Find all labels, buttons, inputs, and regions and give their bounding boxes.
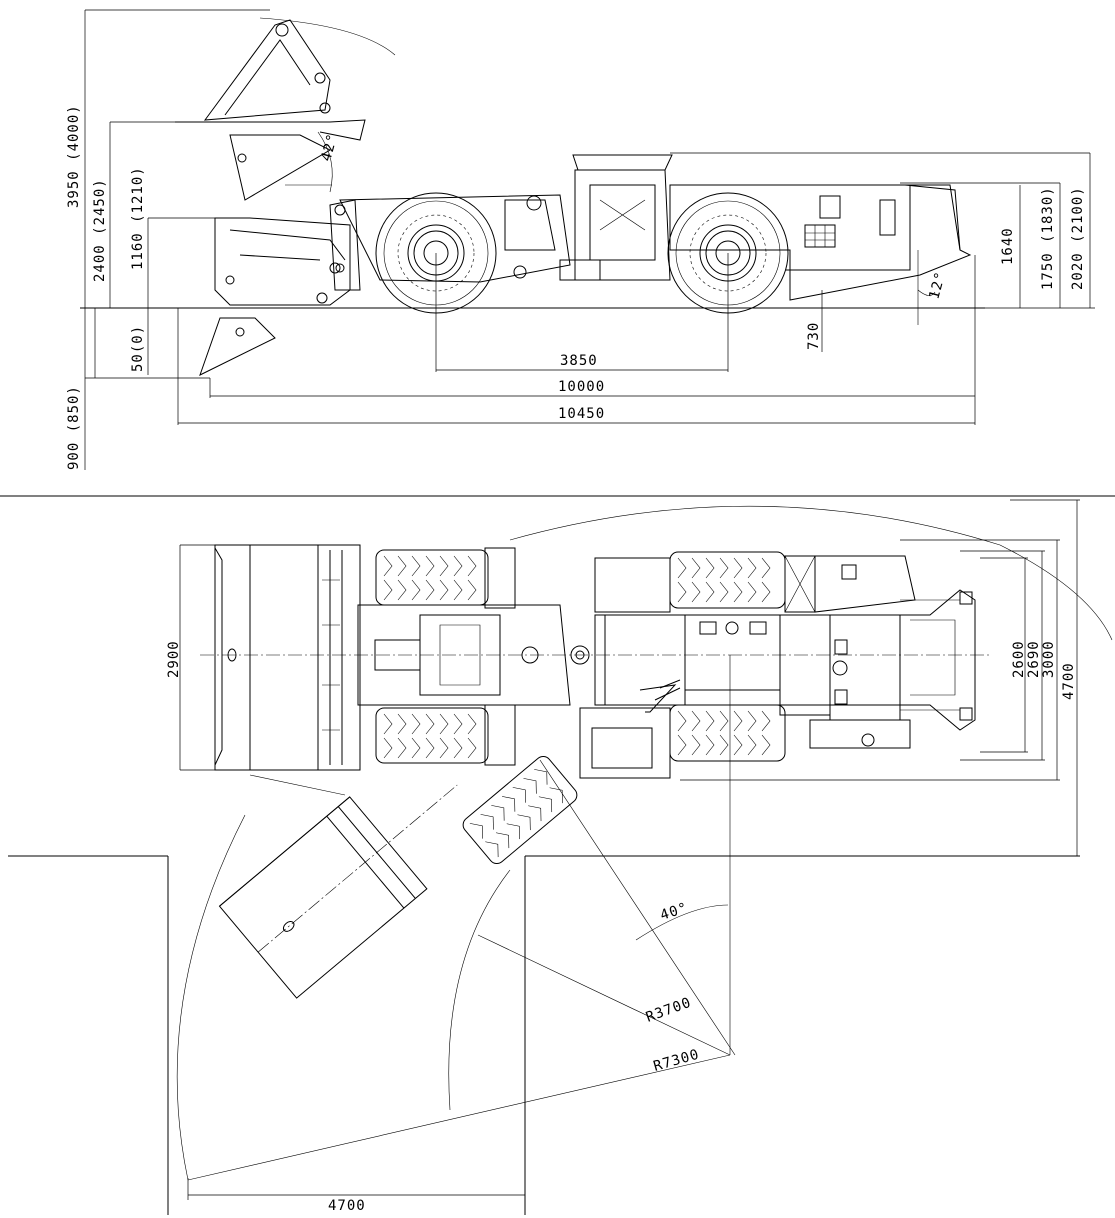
height-dimensions	[84, 9, 320, 470]
dim-length-2: 10450	[558, 406, 605, 422]
dim-inner-radius: R3700	[644, 995, 694, 1026]
side-view: 3950 (4000) 2400 (2450) 1160 (1210) 50(0…	[66, 9, 1095, 470]
dump-bucket	[229, 131, 333, 201]
articulated-tire	[462, 755, 578, 865]
plan-front-tire-top	[375, 547, 516, 609]
articulated-bucket	[218, 784, 458, 999]
rear-body	[669, 184, 972, 301]
raised-boom	[175, 19, 366, 141]
dim-ground-depth: 900 (850)	[66, 385, 82, 470]
dim-aisle-width: 4700	[328, 1198, 366, 1214]
dim-width-2600: 2600	[1011, 640, 1027, 678]
plan-front-tire-bottom	[375, 704, 516, 766]
turning-geometry	[176, 655, 736, 1200]
right-height-dimensions	[670, 152, 1095, 309]
dim-dig-depth: 50(0)	[130, 325, 146, 372]
plan-width-dimensions	[680, 499, 1080, 856]
dim-overall-height-1: 1750 (1830)	[1040, 186, 1056, 290]
angle-departure: 12°	[926, 270, 949, 301]
plan-view: 2900	[8, 499, 1113, 1215]
dim-cab-height: 1640	[1000, 227, 1016, 265]
dim-width-3000: 3000	[1041, 640, 1057, 678]
dig-bucket	[199, 317, 276, 376]
dim-width-2690: 2690	[1026, 640, 1042, 678]
length-dimensions	[177, 253, 976, 425]
front-frame	[316, 194, 571, 304]
dim-length-1: 10000	[558, 379, 605, 395]
center-section	[559, 154, 673, 281]
plan-front-frame	[357, 604, 590, 706]
lowered-bucket	[175, 217, 351, 309]
dim-bucket-width: 2900	[166, 640, 182, 678]
plan-rear-tire-bottom	[669, 704, 786, 762]
swept-bucket-edge	[249, 774, 346, 796]
dim-total-raised: 3950 (4000)	[66, 104, 82, 208]
corridor-walls	[8, 855, 1080, 1215]
dim-bucket-lip: 1160 (1210)	[130, 166, 146, 270]
dim-wheelbase: 3850	[560, 353, 598, 369]
dim-outer-radius: R7300	[652, 1046, 702, 1074]
swing-arc	[259, 17, 396, 56]
plan-rear-tire-top	[669, 551, 786, 609]
dim-pin-height: 2400 (2450)	[92, 178, 108, 282]
dim-clearance: 730	[806, 322, 822, 350]
outer-turn-arc	[509, 505, 1113, 641]
plan-bucket	[214, 544, 361, 771]
dim-overall-height-2: 2020 (2100)	[1070, 186, 1086, 290]
angle-dump: 42°	[318, 132, 341, 163]
plan-access-panel	[579, 707, 671, 779]
angle-articulation: 40°	[658, 900, 690, 924]
dim-width-4700: 4700	[1061, 662, 1077, 700]
plan-cover	[591, 727, 653, 769]
departure-arc	[917, 289, 936, 296]
